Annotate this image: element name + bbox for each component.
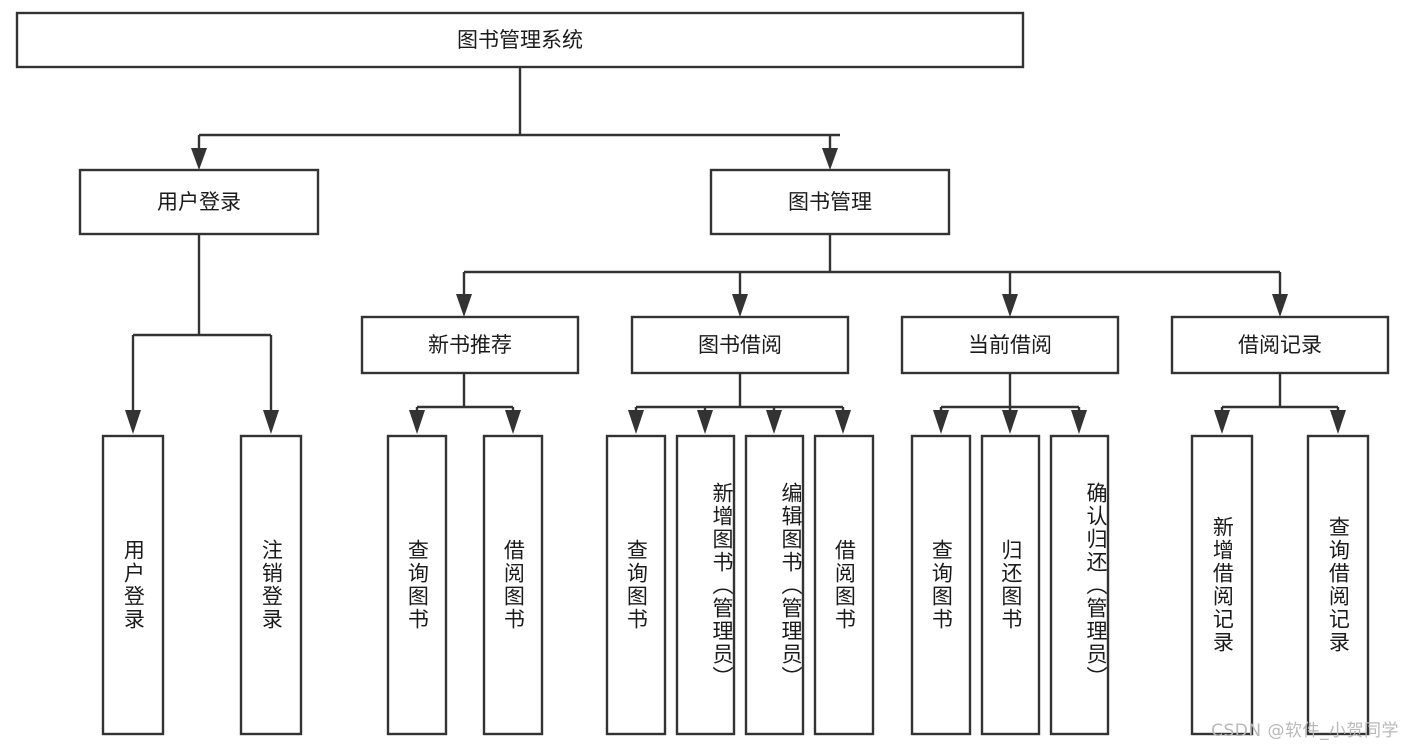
connector-root-to-level2	[191, 67, 840, 170]
arrowhead-new-book-recommend	[456, 294, 472, 317]
node-borrow-record-box[interactable]	[1170, 315, 1390, 375]
node-user-login-label: 用户登录	[157, 190, 241, 214]
node-leaf-user-login-box[interactable]	[101, 434, 165, 736]
node-leaf-add-book-box[interactable]	[675, 434, 736, 736]
connector-book-manage-to-level3	[456, 234, 1288, 317]
node-book-borrow-label: 图书借阅	[698, 333, 782, 357]
arrowhead-leaf-query-book-borrow	[628, 410, 644, 434]
arrowhead-borrow-record	[1272, 294, 1288, 317]
node-book-manage-label: 图书管理	[788, 190, 872, 214]
arrowhead-book-borrow	[732, 294, 748, 317]
connector-user-login-to-leaves	[125, 234, 279, 434]
node-root-label: 图书管理系统	[457, 28, 583, 52]
node-borrow-record-label: 借阅记录	[1238, 333, 1322, 357]
arrowhead-leaf-confirm-return	[1071, 410, 1087, 434]
arrowhead-leaf-borrow-book-rec	[505, 410, 521, 434]
node-new-book-recommend-box[interactable]	[360, 315, 580, 375]
csdn-watermark: CSDN @软件_小贺同学	[1211, 721, 1399, 741]
connector-current-borrow-to-leaves	[933, 373, 1087, 434]
arrowhead-current-borrow	[1002, 294, 1018, 317]
arrowhead-leaf-borrow-book	[835, 410, 851, 434]
node-current-borrow-label: 当前借阅	[968, 333, 1052, 357]
node-new-book-recommend[interactable]: 新书推荐	[360, 315, 580, 375]
node-current-borrow-box[interactable]	[900, 315, 1120, 375]
node-leaf-borrow-book-box[interactable]	[813, 434, 875, 736]
arrowhead-leaf-add-record	[1214, 410, 1230, 434]
arrowhead-leaf-return-book	[1002, 410, 1018, 434]
arrowhead-leaf-logout	[263, 410, 279, 434]
node-leaf-query-book-borrow-box[interactable]	[605, 434, 667, 736]
node-leaf-query-record-box[interactable]	[1306, 434, 1370, 736]
node-leaf-add-record-box[interactable]	[1190, 434, 1254, 736]
arrowhead-leaf-query-book-cur	[933, 410, 949, 434]
arrowhead-book-manage	[822, 148, 838, 170]
node-current-borrow[interactable]: 当前借阅	[900, 315, 1120, 375]
node-root[interactable]: 图书管理系统	[15, 11, 1025, 69]
arrowhead-user-login	[191, 148, 207, 170]
node-book-borrow-box[interactable]	[630, 315, 850, 375]
node-root-box[interactable]	[15, 11, 1025, 69]
arrowhead-leaf-user-login	[125, 410, 141, 434]
node-leaf-query-book-cur-box[interactable]	[910, 434, 972, 736]
node-new-book-recommend-label: 新书推荐	[428, 333, 512, 357]
connector-new-book-to-leaves	[409, 373, 521, 434]
node-leaf-borrow-book-rec-box[interactable]	[482, 434, 544, 736]
node-book-manage-box[interactable]	[709, 168, 951, 236]
node-leaf-logout-box[interactable]	[239, 434, 303, 736]
arrowhead-leaf-add-book	[697, 410, 713, 434]
node-user-login-box[interactable]	[78, 168, 320, 236]
node-leaf-confirm-return-box[interactable]	[1049, 434, 1110, 736]
connector-book-borrow-to-leaves	[628, 373, 851, 434]
node-leaf-return-book-box[interactable]	[980, 434, 1041, 736]
connector-borrow-record-to-leaves	[1214, 373, 1346, 434]
arrowhead-leaf-edit-book	[766, 410, 782, 434]
node-user-login[interactable]: 用户登录	[78, 168, 320, 236]
node-leaf-query-book-rec-box[interactable]	[386, 434, 448, 736]
node-leaf-edit-book-box[interactable]	[744, 434, 805, 736]
node-book-manage[interactable]: 图书管理	[709, 168, 951, 236]
arrowhead-leaf-query-book-rec	[409, 410, 425, 434]
arrowhead-leaf-query-record	[1330, 410, 1346, 434]
node-book-borrow[interactable]: 图书借阅	[630, 315, 850, 375]
node-borrow-record[interactable]: 借阅记录	[1170, 315, 1390, 375]
